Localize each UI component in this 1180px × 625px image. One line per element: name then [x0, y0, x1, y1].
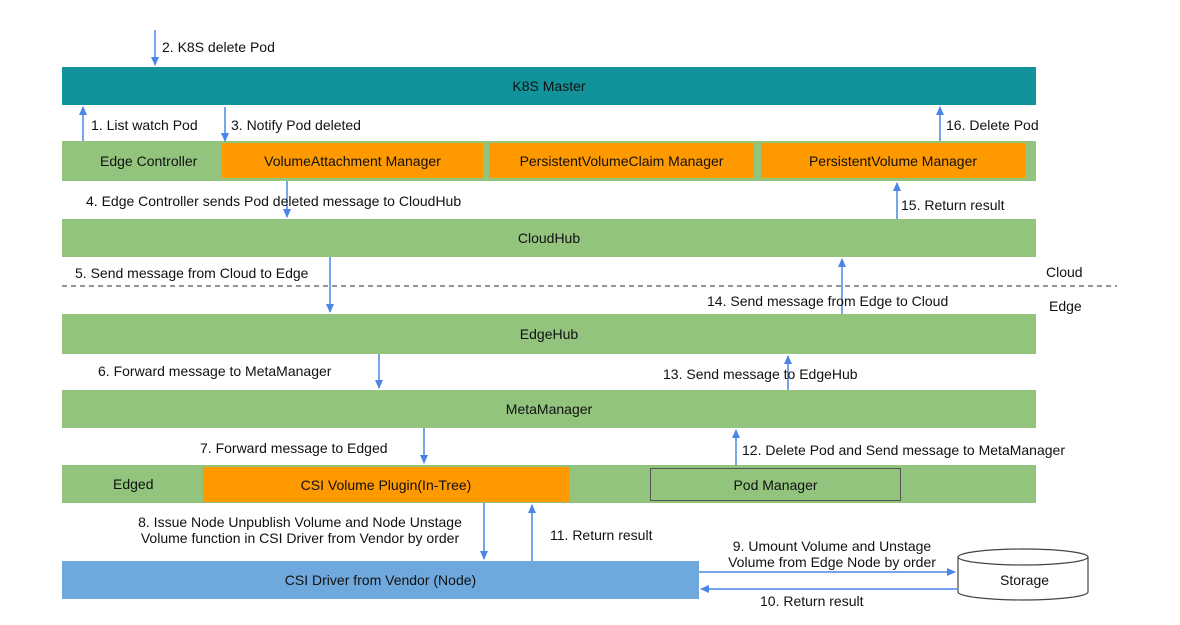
pod-manager-box: Pod Manager [650, 468, 901, 501]
cloudhub-label: CloudHub [517, 230, 581, 246]
edge-controller-label: Edge Controller [100, 153, 198, 169]
edged-label: Edged [113, 476, 154, 492]
step-3-label: 3. Notify Pod deleted [231, 117, 361, 133]
k8s-master-box: K8S Master [62, 67, 1036, 105]
step-11-label: 11. Return result [550, 527, 653, 543]
step-10-label: 10. Return result [760, 593, 864, 609]
csi-driver-box: CSI Driver from Vendor (Node) [62, 561, 699, 599]
cloud-zone-label: Cloud [1046, 264, 1083, 280]
step-6-label: 6. Forward message to MetaManager [98, 363, 332, 379]
step-9-label: 9. Umount Volume and Unstage Volume from… [728, 538, 936, 570]
step-4-label: 4. Edge Controller sends Pod deleted mes… [86, 193, 462, 209]
step-12-label: 12. Delete Pod and Send message to MetaM… [742, 442, 1065, 458]
pv-manager-label: PersistentVolume Manager [808, 152, 978, 169]
step-2-label: 2. K8S delete Pod [162, 39, 275, 55]
csi-volume-plugin-box: CSI Volume Plugin(In-Tree) [203, 467, 569, 502]
cloudhub-box: CloudHub [62, 219, 1036, 257]
storage-label: Storage [1000, 572, 1050, 588]
step-14-label: 14. Send message from Edge to Cloud [707, 293, 949, 309]
step-5-label: 5. Send message from Cloud to Edge [75, 265, 309, 281]
volume-attachment-manager-label: VolumeAttachment Manager [264, 152, 441, 169]
k8s-master-label: K8S Master [512, 78, 586, 94]
step-16-label: 16. Delete Pod [946, 117, 1039, 133]
edgehub-label: EdgeHub [519, 326, 579, 342]
pod-manager-label: Pod Manager [733, 476, 818, 493]
pv-manager-box: PersistentVolume Manager [761, 143, 1025, 178]
csi-volume-plugin-label: CSI Volume Plugin(In-Tree) [300, 476, 472, 493]
edge-zone-label: Edge [1049, 298, 1082, 314]
step-1-label: 1. List watch Pod [91, 117, 198, 133]
pvc-manager-label: PersistentVolumeClaim Manager [519, 152, 724, 169]
step-15-label: 15. Return result [901, 197, 1005, 213]
step-8-label: 8. Issue Node Unpublish Volume and Node … [138, 514, 462, 546]
pvc-manager-box: PersistentVolumeClaim Manager [489, 143, 754, 178]
metamanager-box: MetaManager [62, 390, 1036, 428]
csi-driver-label: CSI Driver from Vendor (Node) [284, 572, 477, 588]
storage-cylinder [957, 548, 1089, 601]
step-7-label: 7. Forward message to Edged [200, 440, 388, 456]
volume-attachment-manager-box: VolumeAttachment Manager [222, 143, 483, 178]
step-13-label: 13. Send message to EdgeHub [663, 366, 858, 382]
metamanager-label: MetaManager [505, 401, 593, 417]
edgehub-box: EdgeHub [62, 314, 1036, 354]
